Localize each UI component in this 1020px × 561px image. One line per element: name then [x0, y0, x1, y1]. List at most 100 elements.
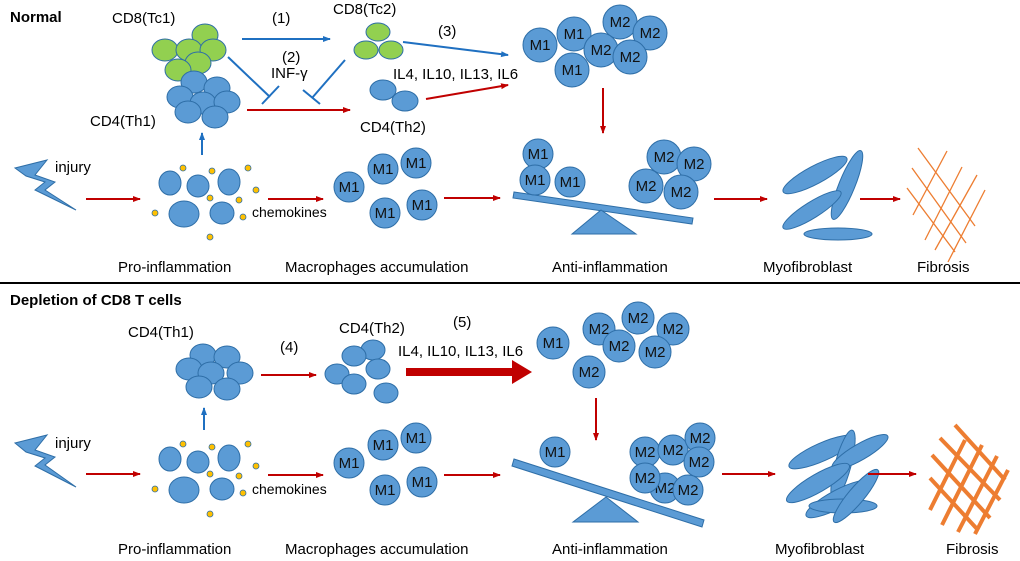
- stage-label: Pro-inflammation: [118, 541, 231, 558]
- macrophage-label: M1: [528, 146, 549, 163]
- chemokine-dot: [208, 443, 216, 451]
- immune-cell: [186, 174, 210, 198]
- tc2-cell: [378, 40, 404, 60]
- cd8-tc1-label: CD8(Tc1): [112, 10, 175, 27]
- stage-label: Anti-inflammation: [552, 259, 668, 276]
- macrophage-m1: [536, 326, 570, 360]
- depletion-balance-left: M1: [539, 436, 571, 468]
- immune-cell: [168, 476, 200, 504]
- th2-cell: [391, 90, 419, 112]
- injury-bolt-icon: [13, 159, 77, 211]
- macrophage-m2: [638, 335, 672, 369]
- stage-label: Macrophages accumulation: [285, 541, 468, 558]
- macrophage-m1: [556, 16, 592, 52]
- chemokine-dot: [252, 186, 260, 194]
- macrophage-m2: [629, 462, 661, 494]
- depletion-panel: Depletion of CD8 T cells CD4(Th1) (4) CD…: [10, 292, 1010, 558]
- cytokines-label: IL4, IL10, IL13, IL6: [393, 66, 518, 83]
- step2-label: (2): [282, 49, 300, 66]
- pro-inflammation-cells: [151, 440, 260, 518]
- macrophage-m1: [554, 52, 590, 88]
- macrophage-label: M1: [412, 197, 433, 214]
- macrophage-m2: [672, 474, 704, 506]
- normal-title: Normal: [10, 9, 62, 26]
- th1-cell: [185, 375, 213, 399]
- th2-cell: [341, 345, 367, 367]
- macrophage-m2: [612, 39, 648, 75]
- macrophage-label: M2: [655, 480, 676, 497]
- chemokine-dot: [208, 167, 216, 175]
- chemokine-dot: [239, 489, 247, 497]
- chemokine-dot: [206, 194, 214, 202]
- macrophage-m1: [519, 164, 551, 196]
- myofibroblast-cell: [786, 462, 850, 504]
- arrow-tc2-to-macrophages: [402, 41, 509, 58]
- macrophage-label: M2: [620, 49, 641, 66]
- fibrosis-mesh-thin: [906, 147, 986, 263]
- macrophage-label: M2: [684, 156, 705, 173]
- macrophage-label: M1: [530, 37, 551, 54]
- macrophage-label: M1: [406, 155, 427, 172]
- th2-cell: [365, 358, 391, 380]
- macrophage-label: M2: [640, 25, 661, 42]
- macrophage-m2: [657, 434, 689, 466]
- macrophage-label: M1: [543, 335, 564, 352]
- macrophage-m2: [663, 174, 699, 210]
- normal-myofibroblasts: [782, 150, 873, 241]
- macrophage-label: M2: [663, 321, 684, 338]
- chemokine-dot: [244, 440, 252, 448]
- cd4-th2-cluster: [369, 79, 419, 112]
- cd4-th2-label: CD4(Th2): [339, 320, 405, 337]
- chemokine-dot: [206, 233, 214, 241]
- macrophage-label: M2: [628, 310, 649, 327]
- macrophage-m1: [554, 166, 586, 198]
- injury-label: injury: [55, 159, 91, 176]
- macrophage-label: M1: [545, 444, 566, 461]
- macrophage-label: M2: [690, 430, 711, 447]
- cd4-th1-cluster: [175, 343, 254, 401]
- macrophage-m2: [572, 355, 606, 389]
- step4-label: (4): [280, 339, 298, 356]
- immune-cell: [217, 444, 241, 472]
- cytokines-label: IL4, IL10, IL13, IL6: [398, 343, 523, 360]
- macrophage-label: M1: [339, 179, 360, 196]
- macrophage-label: M2: [579, 364, 600, 381]
- tc2-cell: [353, 40, 379, 60]
- th1-cell: [213, 345, 241, 369]
- arrow-th2-to-macrophages: [425, 83, 509, 100]
- immune-cell: [186, 450, 210, 474]
- macrophage-label: M2: [591, 42, 612, 59]
- balance-fulcrum: [571, 496, 640, 523]
- macrophage-m1: [333, 447, 365, 479]
- macrophage-label: M1: [525, 172, 546, 189]
- macrophage-m1: [333, 171, 365, 203]
- macrophage-label: M1: [412, 474, 433, 491]
- macrophage-m2: [602, 329, 636, 363]
- macrophage-m1: [522, 27, 558, 63]
- th1-cell: [201, 105, 229, 129]
- balance-beam: [511, 458, 705, 528]
- macrophage-m1: [400, 147, 432, 179]
- chemokine-dot: [206, 510, 214, 518]
- chemokine-dot: [235, 472, 243, 480]
- stage-label: Fibrosis: [917, 259, 970, 276]
- pro-inflammation-cells: [151, 164, 260, 241]
- chemokine-dot: [151, 485, 159, 493]
- stage-label: Myofibroblast: [763, 259, 853, 276]
- cd8-tc2-cluster: [353, 22, 404, 60]
- th1-cell: [213, 377, 241, 401]
- macrophage-label: M2: [635, 470, 656, 487]
- macrophage-m2: [621, 301, 655, 335]
- macrophage-label: M2: [609, 338, 630, 355]
- injury-label: injury: [55, 435, 91, 452]
- macrophage-m1: [367, 153, 399, 185]
- macrophage-m1: [400, 422, 432, 454]
- macrophage-label: M1: [562, 62, 583, 79]
- chemokines-label: chemokines: [252, 481, 327, 497]
- immune-cell: [168, 200, 200, 228]
